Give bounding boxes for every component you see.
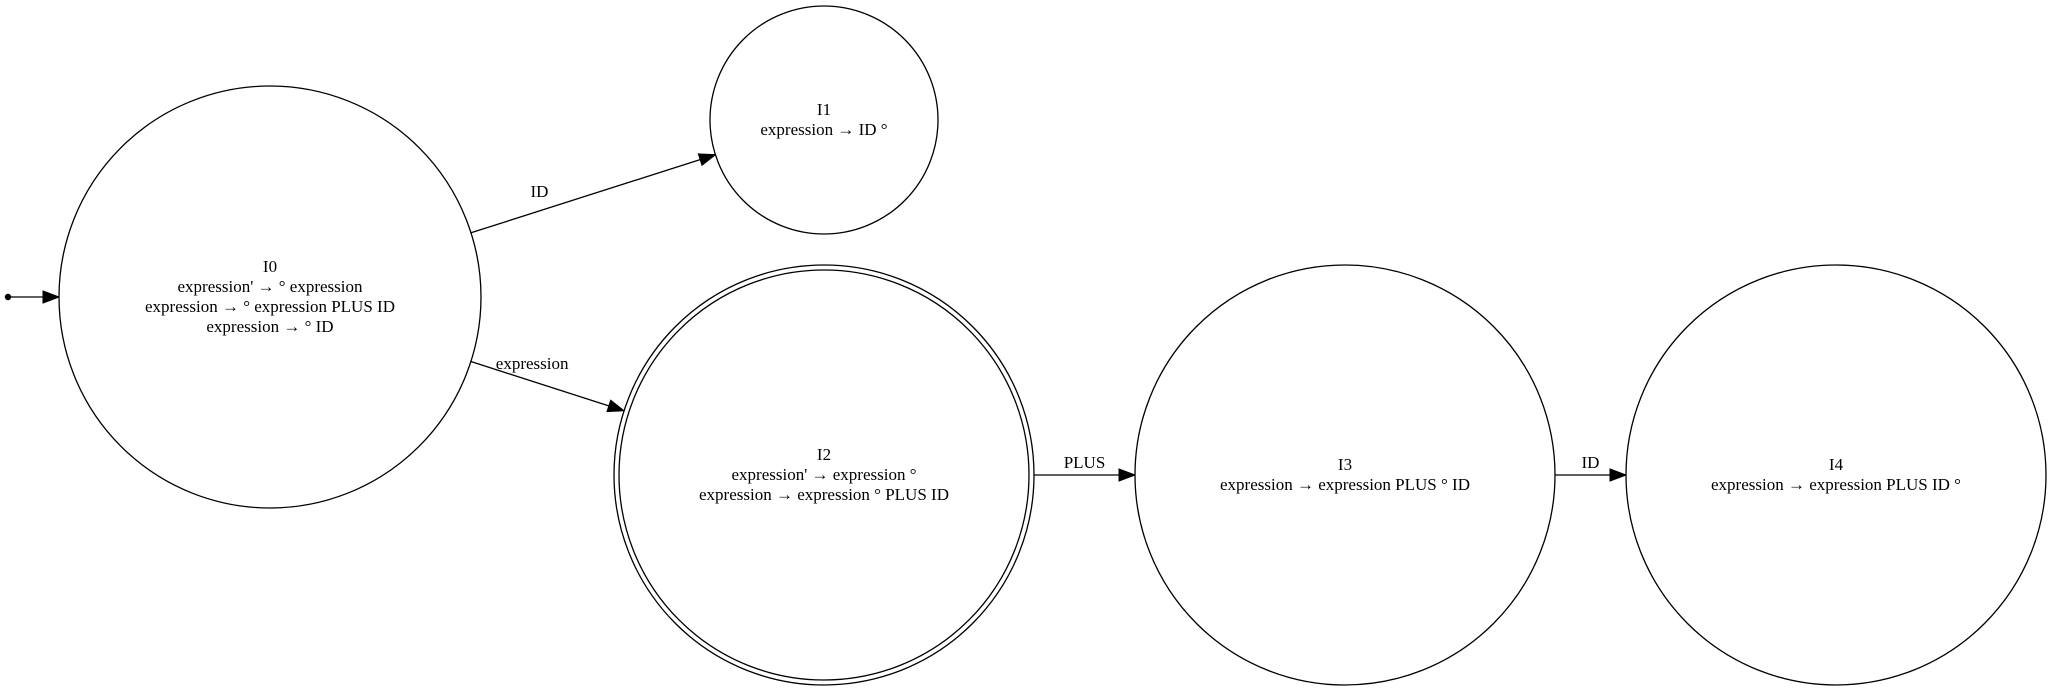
state-item: expression → ° expression PLUS ID [145, 297, 395, 316]
transition-I0-I2-arrow-head [606, 399, 626, 413]
state-item: expression' → expression ° [731, 465, 916, 484]
transition-I0-I1-arrow-head [697, 153, 717, 167]
state-item: expression → ° ID [206, 317, 333, 336]
state-title: I4 [1829, 455, 1844, 474]
state-item: expression' → ° expression [177, 277, 363, 296]
transition-label-I0-I2: expression [496, 354, 569, 373]
state-item: expression → expression PLUS ID ° [1711, 475, 1961, 494]
state-circle [1625, 264, 2047, 686]
state-circle [1134, 264, 1556, 686]
state-title: I2 [817, 445, 831, 464]
start-arrow-head [42, 290, 61, 304]
transition-I2-I3-arrow-head [1118, 468, 1137, 482]
state-title: I1 [817, 100, 831, 119]
transition-I0-I1-line [470, 158, 703, 234]
state-circle [709, 5, 939, 235]
transition-label-I3-I4: ID [1582, 453, 1600, 472]
transition-I3-I4-arrow-head [1609, 468, 1628, 482]
state-item: expression → ID ° [760, 120, 887, 139]
state-item: expression → expression PLUS ° ID [1220, 475, 1470, 494]
state-title: I3 [1338, 455, 1352, 474]
state-item: expression → expression ° PLUS ID [699, 485, 949, 504]
edges-layer [4, 153, 1628, 482]
state-title: I0 [263, 257, 277, 276]
state-circle [58, 85, 482, 509]
transition-label-I0-I1: ID [530, 182, 548, 201]
accepting-inner-circle [618, 269, 1030, 681]
transition-label-I2-I3: PLUS [1064, 453, 1106, 472]
transition-I0-I2-line [470, 360, 611, 408]
